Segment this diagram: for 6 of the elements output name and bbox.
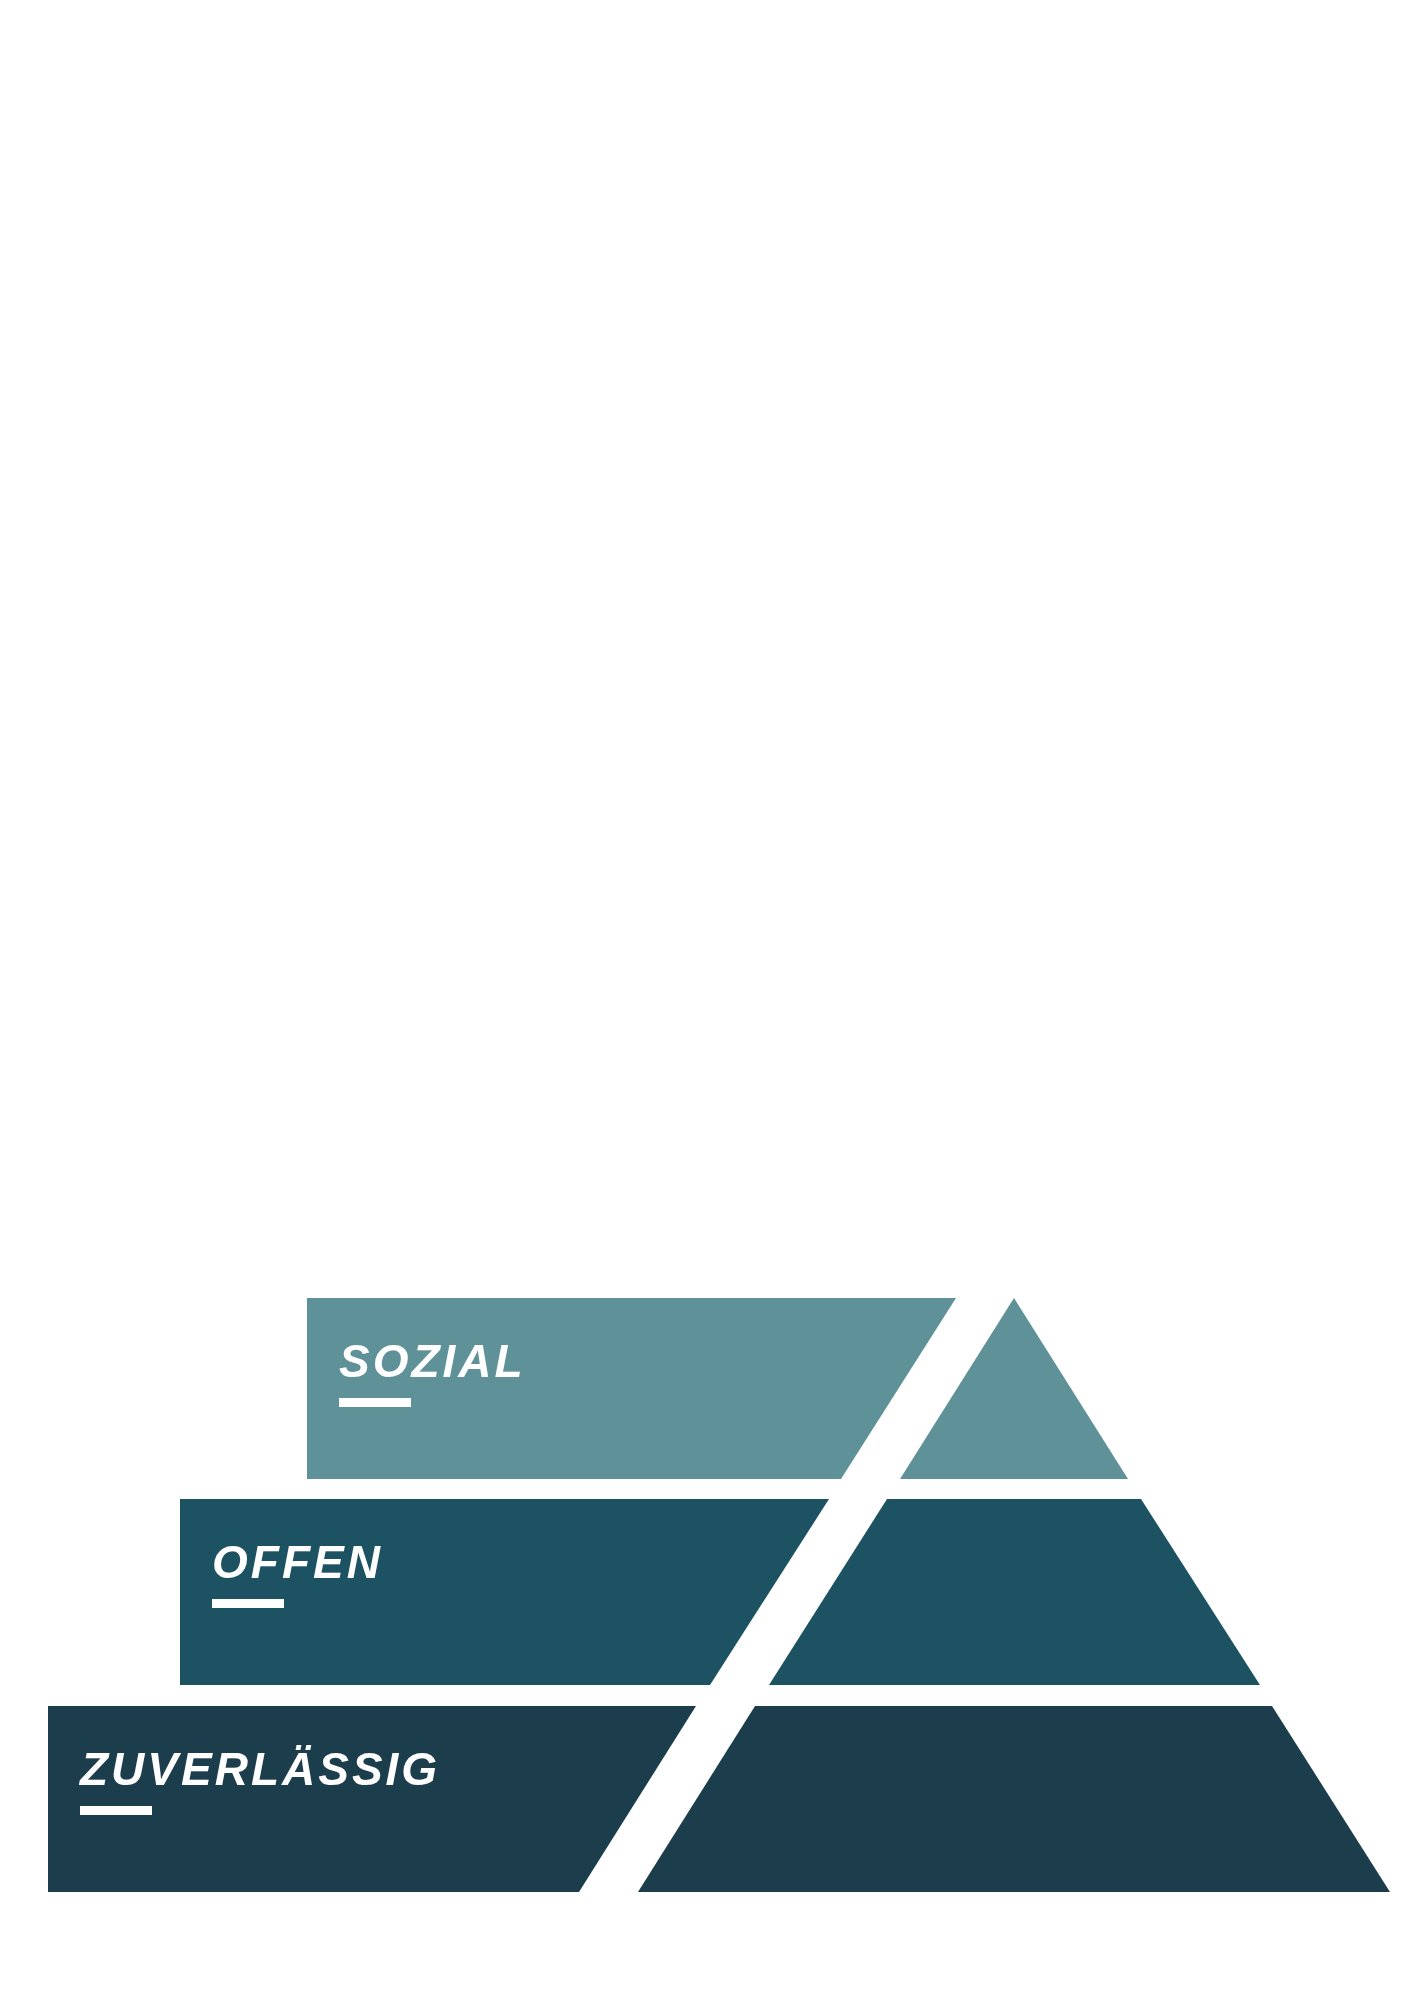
pyramid-segment: [48, 1706, 696, 1892]
pyramid-segment: [180, 1499, 829, 1685]
segment-label: OFFEN: [212, 1539, 383, 1585]
segment-label: SOZIAL: [339, 1338, 526, 1384]
pyramid-segment: [307, 1298, 956, 1479]
segment-label: ZUVERLÄSSIG: [80, 1746, 441, 1792]
